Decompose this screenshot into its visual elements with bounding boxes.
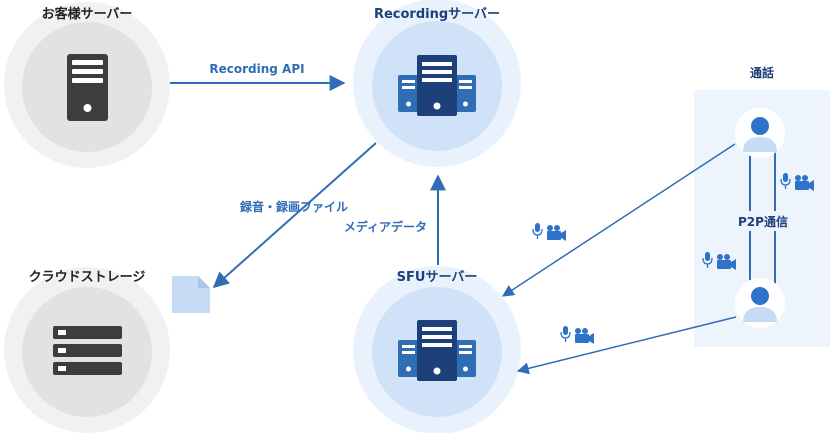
- server-icon: [67, 54, 108, 121]
- mic-camera-icon: [532, 223, 566, 241]
- cloud-storage-label: クラウドストレージ: [29, 270, 146, 285]
- recording-server-label: Recordingサーバー: [374, 7, 500, 22]
- sfu-server-label: SFUサーバー: [397, 270, 478, 285]
- customer-server-node: [4, 2, 170, 168]
- user-avatar-icon: [735, 278, 785, 328]
- record-files-label: 録音・録画ファイル: [240, 199, 348, 214]
- server-rack-icon: [398, 320, 476, 381]
- user1-to-sfu-arrow: [501, 143, 736, 297]
- mic-camera-icon: [702, 252, 736, 270]
- storage-icon: [53, 326, 122, 375]
- p2p-label: P2P通信: [738, 214, 788, 229]
- recording-api-label: Recording API: [209, 62, 304, 76]
- cloud-storage-node: [4, 267, 170, 433]
- user-avatar-icon: [735, 108, 785, 158]
- call-group-label: 通話: [750, 65, 774, 80]
- recording-server-node: [353, 0, 521, 167]
- mic-camera-icon: [780, 173, 814, 191]
- record-files-arrow: [212, 142, 377, 289]
- customer-server-label: お客様サーバー: [42, 6, 133, 22]
- user2-to-sfu-arrow: [516, 316, 737, 375]
- media-data-label: メディアデータ: [344, 219, 427, 234]
- file-icon: [172, 276, 210, 313]
- mic-camera-icon: [560, 326, 594, 344]
- sfu-server-node: [353, 266, 521, 433]
- server-rack-icon: [398, 55, 476, 116]
